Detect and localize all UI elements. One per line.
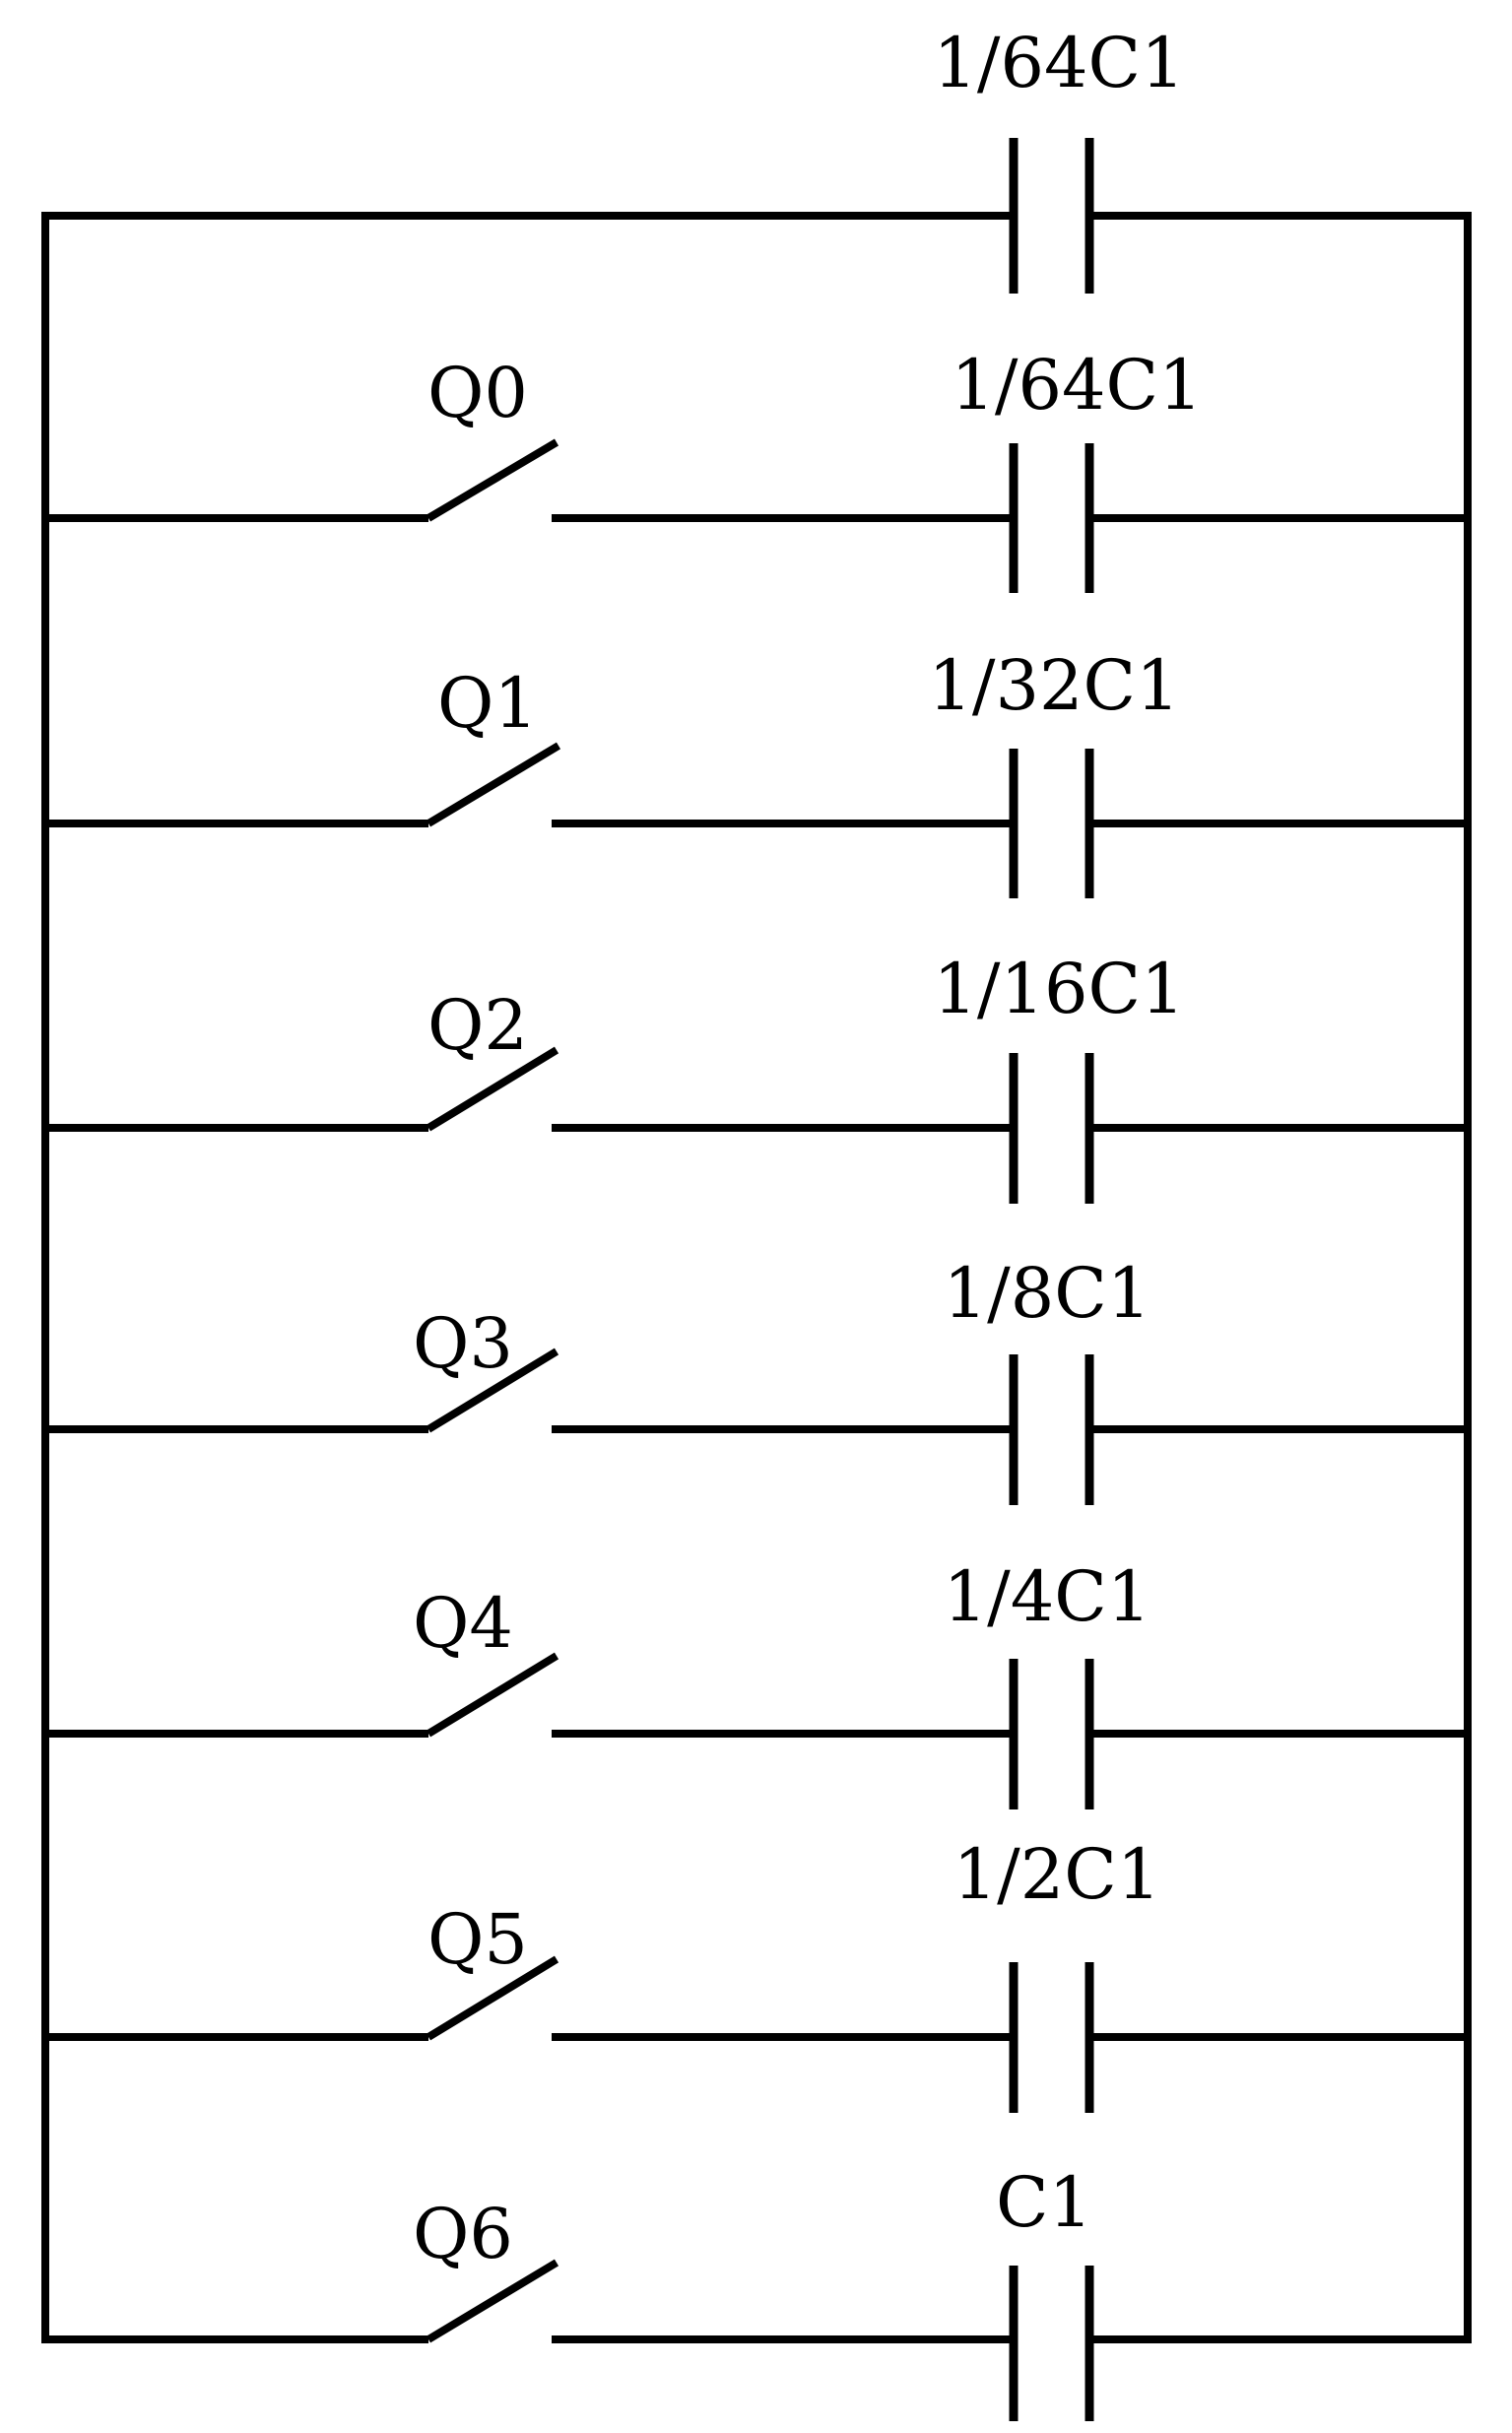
switch-q5-blade [426,1955,559,2041]
switch-q1-blade [426,742,561,827]
branch-q4: Q4 1/4C1 [41,1556,1472,1809]
switch-q2-label: Q2 [427,985,528,1066]
switch-q1-label: Q1 [437,663,538,744]
switch-q4-label: Q4 [413,1583,513,1664]
switch-q4-blade [426,1652,559,1738]
capacitor-q0-label: 1/64C1 [951,345,1202,426]
switch-q3-label: Q3 [413,1303,513,1384]
switch-q2-blade [426,1046,559,1132]
switch-q6-blade [426,2259,559,2343]
top-branch: 1/64C1 [41,23,1472,294]
branch-q6: Q6 C1 [41,2162,1472,2421]
branch-q1: Q1 1/32C1 [41,645,1472,898]
switch-q3-blade [426,1348,559,1433]
switch-q6-label: Q6 [413,2194,513,2274]
switch-q0-blade [426,438,559,522]
branch-q2: Q2 1/16C1 [41,949,1472,1204]
branch-q5: Q5 1/2C1 [41,1834,1472,2113]
capacitor-q3-label: 1/8C1 [944,1253,1151,1334]
capacitor-q6-label: C1 [996,2162,1092,2243]
top-capacitor-label: 1/64C1 [933,23,1184,103]
capacitor-q2-label: 1/16C1 [933,949,1184,1029]
capacitor-q4-label: 1/4C1 [944,1556,1151,1637]
branch-q3: Q3 1/8C1 [41,1253,1472,1505]
switch-q5-label: Q5 [427,1899,528,1980]
capacitor-q5-label: 1/2C1 [953,1834,1161,1915]
branch-q0: Q0 1/64C1 [41,345,1472,593]
capacitor-q1-label: 1/32C1 [928,645,1179,726]
switch-q0-label: Q0 [427,353,528,433]
